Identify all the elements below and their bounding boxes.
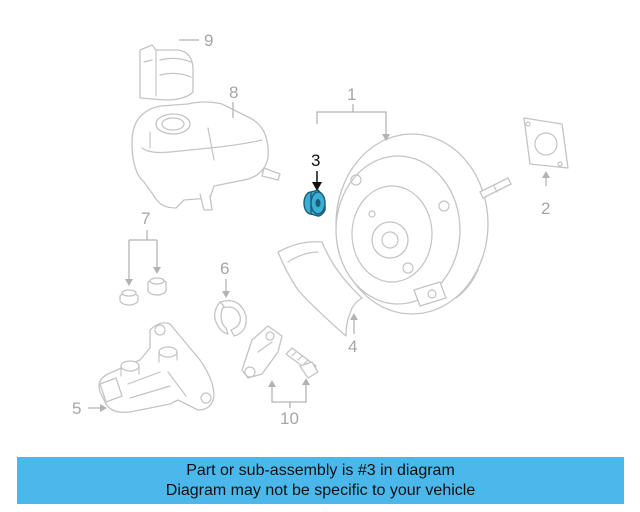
callout-3: 3 — [311, 151, 320, 170]
part-9-reservoir-cap — [139, 44, 194, 101]
part-7-grommet-left — [119, 289, 139, 306]
callout-9: 9 — [204, 31, 213, 50]
part-7-grommet-right — [147, 277, 167, 296]
parts-diagram: 9 8 7 6 — [72, 31, 569, 428]
part-10-bolt — [285, 347, 319, 379]
banner-line-part-info: Part or sub-assembly is #3 in diagram — [186, 461, 455, 479]
part-1-brake-booster — [335, 133, 512, 315]
callout-2: 2 — [541, 199, 550, 218]
callout-1: 1 — [347, 85, 356, 104]
part-10-bracket — [241, 325, 283, 379]
callout-10: 10 — [280, 409, 299, 428]
part-5-master-cylinder — [98, 322, 215, 413]
callout-4: 4 — [348, 337, 357, 356]
part-4-heat-shield — [277, 241, 363, 337]
callout-6: 6 — [220, 259, 229, 278]
banner-line-disclaimer: Diagram may not be specific to your vehi… — [165, 481, 476, 499]
part-3-seal-highlighted — [303, 189, 326, 217]
part-6-snap-ring — [214, 299, 247, 337]
part-8-fluid-reservoir — [131, 101, 281, 211]
part-2-gasket — [523, 117, 569, 169]
info-banner: Part or sub-assembly is #3 in diagram Di… — [17, 457, 624, 504]
callout-5: 5 — [72, 399, 81, 418]
callout-8: 8 — [229, 83, 238, 102]
callout-7: 7 — [141, 209, 150, 228]
